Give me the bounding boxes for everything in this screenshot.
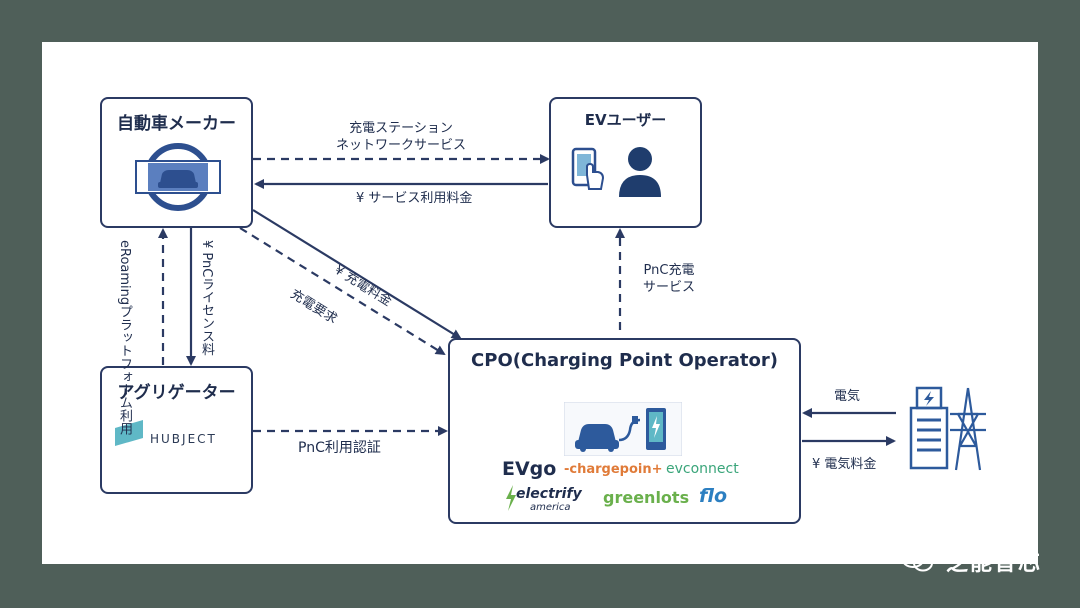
- greenlots-logo: greenlots: [603, 488, 690, 507]
- hubject-logo-mark: [115, 420, 143, 446]
- aggregator-node: アグリゲーター HUBJECT: [100, 366, 253, 494]
- cpo-title: CPO(Charging Point Operator): [471, 350, 778, 371]
- label-cpo-to-user: PnC充電 サービス: [634, 262, 704, 296]
- smartphone-tap-icon: [571, 147, 605, 190]
- electrify-america-logo: america: [530, 502, 571, 513]
- label-cpo-to-user-line2: サービス: [642, 280, 695, 295]
- label-aggregator-to-automaker: eRoamingプラットフォーム利用: [117, 240, 132, 436]
- label-cpo-to-grid: ¥ 電気料金: [812, 457, 877, 472]
- label-cpo-to-user-line1: PnC充電: [643, 263, 695, 278]
- label-automaker-to-user-line2: ネットワークサービス: [336, 138, 467, 153]
- wechat-icon: [901, 548, 933, 572]
- electrify-bolt-icon: [506, 485, 516, 511]
- transmission-tower-icon: [950, 387, 986, 471]
- power-building-icon: [909, 386, 949, 470]
- evconnect-logo: evconnect: [666, 461, 739, 477]
- label-aggregator-to-cpo: PnC利用認証: [298, 440, 381, 456]
- hubject-logo-text: HUBJECT: [150, 432, 217, 446]
- edge-automaker-to-cpo-dashed: [239, 227, 446, 356]
- chargepoint-logo: -chargepoin+: [564, 462, 663, 477]
- label-automaker-to-user-line1: 充電ステーション: [349, 121, 453, 136]
- car-in-circle-icon: [135, 143, 221, 211]
- label-user-to-automaker: ¥ サービス利用料金: [356, 191, 473, 206]
- ev-user-title: EVユーザー: [584, 111, 667, 129]
- automaker-title: 自動車メーカー: [117, 114, 236, 134]
- label-automaker-to-aggregator: ¥ PnCライセンス料: [199, 240, 214, 356]
- ev-user-node: EVユーザー: [549, 97, 702, 228]
- label-automaker-to-user: 充電ステーション ネットワークサービス: [336, 120, 466, 154]
- evgo-logo: EVgo: [502, 458, 557, 480]
- person-icon: [619, 147, 661, 197]
- electrify-logo: electrify: [516, 486, 582, 502]
- cpo-node: CPO(Charging Point Operator) EVgo -charg…: [448, 338, 801, 524]
- automaker-node: 自動車メーカー: [100, 97, 253, 228]
- edge-automaker-to-cpo-solid: [252, 209, 462, 340]
- flo-logo: flo: [699, 485, 728, 507]
- aggregator-title: アグリゲーター: [117, 383, 236, 403]
- label-grid-to-cpo: 電気: [834, 389, 861, 404]
- ev-charging-station-icon: [564, 402, 682, 456]
- watermark-text: 芝能智芯: [945, 551, 1042, 576]
